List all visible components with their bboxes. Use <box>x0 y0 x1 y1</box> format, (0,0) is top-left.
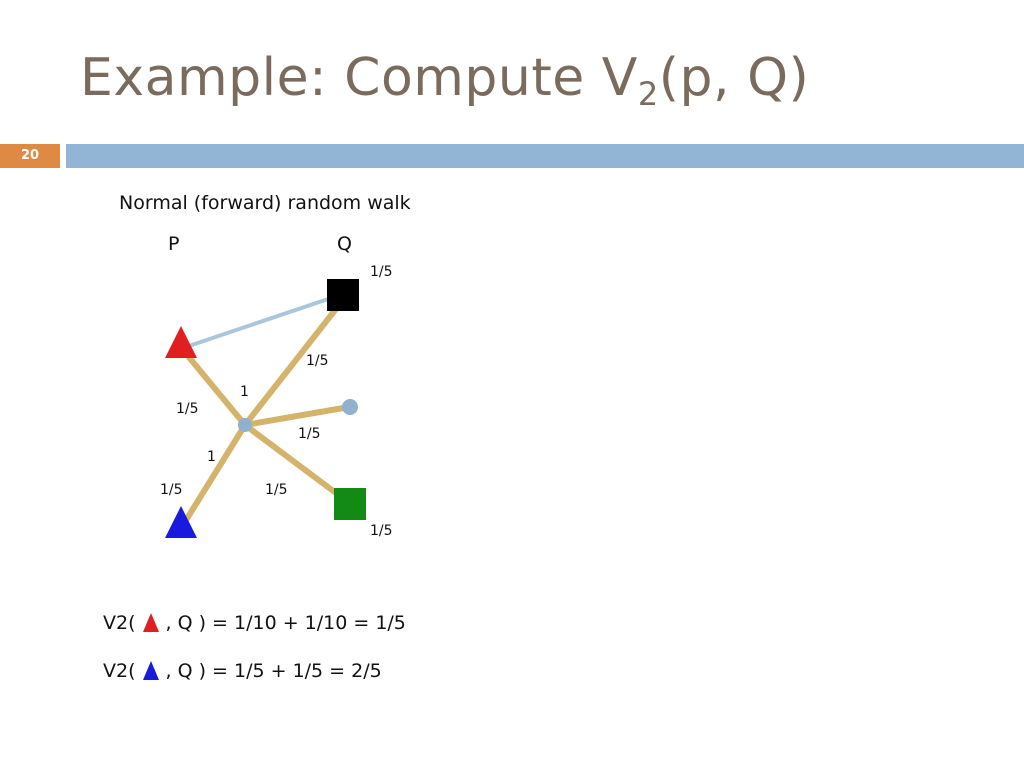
header-bar <box>66 144 1024 168</box>
black-square-node <box>327 279 359 311</box>
equation-blue-suffix: , Q ) = 1/5 + 1/5 = 2/5 <box>165 660 382 682</box>
label-center-one-bottom: 1 <box>207 449 216 465</box>
edge-red-to-q-light <box>182 292 344 350</box>
equation-blue-prefix: V2( <box>103 660 136 682</box>
red-triangle-node <box>165 326 197 358</box>
edge-hub-to-black-square <box>242 297 346 428</box>
slide-title: Example: Compute V2(p, Q) <box>80 48 809 113</box>
equation-red-suffix: , Q ) = 1/10 + 1/10 = 1/5 <box>165 612 406 634</box>
blue-triangle-node <box>165 506 197 538</box>
label-q-edge: 1/5 <box>306 353 329 369</box>
edge-hub-to-blue-triangle <box>180 422 248 528</box>
equation-blue: V2( , Q ) = 1/5 + 1/5 = 2/5 <box>103 658 382 684</box>
equation-red: V2( , Q ) = 1/10 + 1/10 = 1/5 <box>103 610 406 636</box>
edge-hub-to-red-triangle <box>180 347 248 428</box>
edge-hub-to-green-square <box>242 422 351 505</box>
diagram-subtitle: Normal (forward) random walk <box>119 192 411 214</box>
label-green-edge: 1/5 <box>265 482 288 498</box>
equation-red-prefix: V2( <box>103 612 136 634</box>
title-tail: (p, Q) <box>658 48 810 108</box>
label-q-top: 1/5 <box>370 264 393 280</box>
red-triangle-icon <box>142 613 159 632</box>
label-green-bottom: 1/5 <box>370 523 393 539</box>
label-red-edge: 1/5 <box>176 401 199 417</box>
title-subscript: 2 <box>637 75 659 113</box>
label-blue-dot-edge: 1/5 <box>298 426 321 442</box>
label-blue-edge: 1/5 <box>160 482 183 498</box>
column-label-q: Q <box>337 233 352 255</box>
green-square-node <box>334 488 366 520</box>
title-main: Example: Compute V <box>80 48 638 108</box>
hub-node <box>238 418 252 432</box>
blue-dot-node <box>342 399 358 415</box>
slide-number: 20 <box>0 144 60 168</box>
column-label-p: P <box>168 233 180 255</box>
blue-triangle-icon <box>142 661 159 680</box>
edge-hub-to-blue-dot <box>242 404 352 428</box>
label-center-one-top: 1 <box>240 384 249 400</box>
